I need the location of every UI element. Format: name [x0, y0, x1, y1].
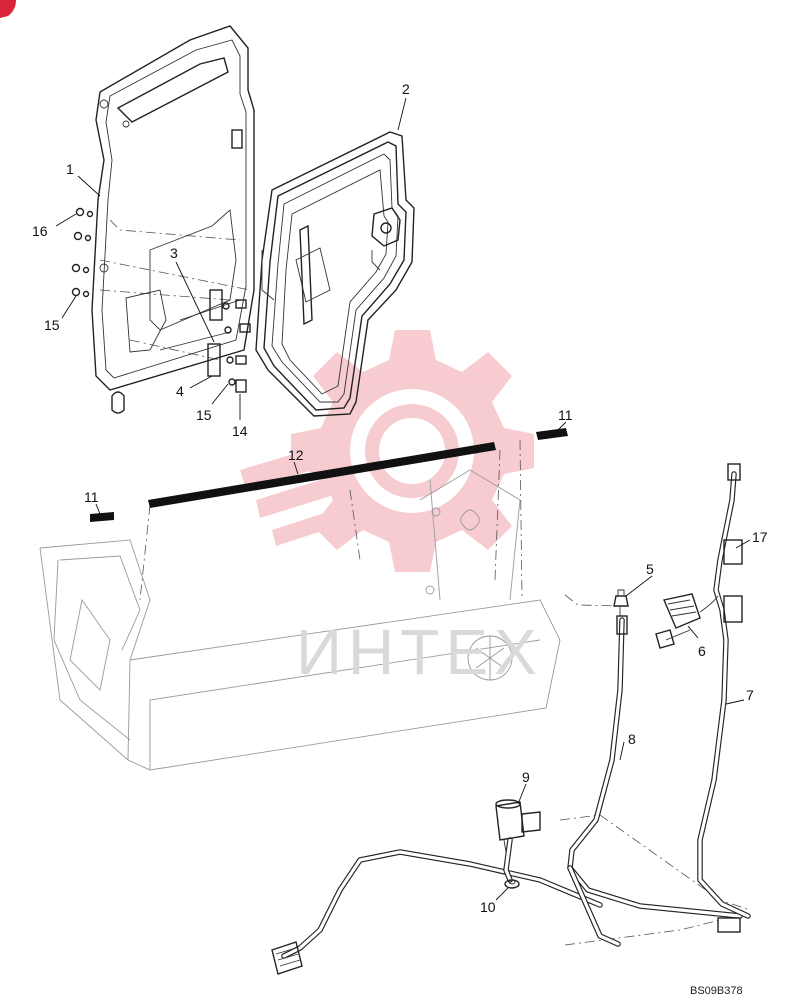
door-frame-part-1 [91, 25, 255, 414]
watermark-text: ИНТЕХ [296, 616, 543, 688]
door-seal-part-2 [255, 131, 415, 417]
callout-3: 3 [170, 245, 178, 261]
callout-17: 17 [752, 529, 768, 545]
callout-4: 4 [176, 383, 184, 399]
callout-8: 8 [628, 731, 636, 747]
corner-mark [0, 0, 16, 18]
bolts-part-14 [222, 299, 251, 393]
seal-strip-part-11-right [536, 428, 568, 440]
callout-5: 5 [646, 561, 654, 577]
callout-14: 14 [232, 423, 248, 439]
seal-strip-part-11-left [90, 512, 114, 522]
harness-part-7 [697, 463, 751, 933]
connector-part-6 [655, 593, 719, 649]
callout-2: 2 [402, 81, 410, 97]
reference-lines [99, 219, 751, 946]
seal-strips [90, 428, 568, 522]
cable-part-8 [567, 615, 743, 919]
callout-7: 7 [746, 687, 754, 703]
connector-part-5 [613, 589, 629, 616]
fasteners-left [71, 207, 94, 298]
callout-1: 1 [66, 161, 74, 177]
callout-12: 12 [288, 447, 304, 463]
callout-16: 16 [32, 223, 48, 239]
callout-9: 9 [522, 769, 530, 785]
callout-labels: 1 2 3 4 5 6 7 8 9 10 11 11 12 14 15 15 1… [32, 81, 768, 915]
callout-11-right: 11 [558, 407, 573, 423]
callout-11-left: 11 [84, 489, 99, 505]
seal-strip-part-12 [148, 442, 496, 508]
callout-15-upper: 15 [44, 317, 60, 333]
callout-6: 6 [698, 643, 706, 659]
switch-part-9 [495, 799, 541, 853]
loader-frame-outline [39, 469, 561, 771]
grommet-part-10 [504, 879, 520, 889]
callout-15-lower: 15 [196, 407, 212, 423]
leader-lines [55, 97, 751, 901]
drawing-code: BS09B378 [690, 985, 743, 997]
callout-10: 10 [480, 899, 496, 915]
harness-main [271, 837, 621, 975]
